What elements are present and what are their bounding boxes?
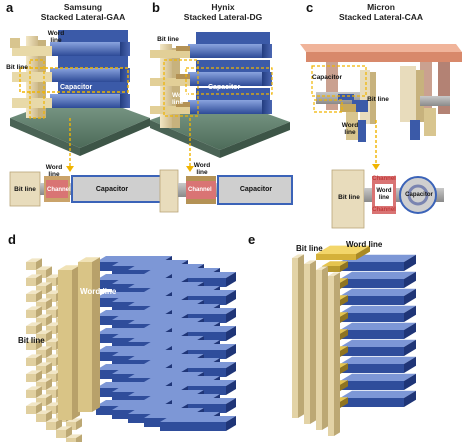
panel-a-structure: Stacked Lateral-GAA: [40, 12, 126, 22]
panel-b-3d-structure: [150, 32, 290, 172]
panel-d-bit-line-segment: [26, 386, 42, 398]
panel-c-xs-word-line-label: Word line: [376, 188, 392, 201]
panel-d-bit-line-segment: [36, 346, 52, 358]
panel-e-bit-line: [316, 266, 328, 430]
panel-c-structure: Stacked Lateral-CAA: [338, 12, 424, 22]
panel-a-title: Samsung Stacked Lateral-GAA: [28, 2, 138, 22]
panel-d-bit-line-segment: [36, 362, 52, 374]
panel-c-xs-capacitor-label: Capacitor: [405, 192, 433, 198]
panel-d-bit-line-segment: [36, 282, 52, 294]
panel-c-xs-channel-bottom-label: Channel: [372, 207, 396, 213]
panel-a-xs-word-line-label: Word line: [45, 164, 63, 178]
panel-a-3d-structure: [10, 30, 150, 172]
panel-b-bit-line-label: Bit line: [157, 36, 179, 43]
panel-d-bit-line-segment: [56, 426, 72, 438]
panel-d-bit-line-segment: [26, 370, 42, 382]
panel-b-capacitor-label: Capacitor: [208, 84, 241, 91]
panel-a-company: Samsung: [63, 2, 103, 12]
panel-b-letter: b: [152, 0, 160, 15]
panel-c-title: Micron Stacked Lateral-CAA: [326, 2, 436, 22]
panel-d-bit-line-segment: [36, 394, 52, 406]
panel-c-capacitor-label: Capacitor: [312, 74, 342, 81]
panel-e-capacitor-bar: [340, 356, 416, 373]
panel-b-cross-section: [159, 169, 293, 213]
panel-e-capacitor-bar: [340, 288, 416, 305]
panel-c-bit-line-label: Bit line: [367, 96, 389, 103]
panel-b-word-line-label: Word line: [172, 92, 189, 106]
panel-d-bit-line-segment: [26, 354, 42, 366]
panel-d-bit-line-segment: [26, 306, 42, 318]
panel-e-word-line-segment: [322, 261, 348, 272]
panel-b-title: Hynix Stacked Lateral-DG: [168, 2, 278, 22]
panel-d-word-line: [78, 257, 100, 412]
panel-a-bit-line-label: Bit line: [6, 64, 28, 71]
panel-e-letter: e: [248, 232, 256, 247]
panel-d-bit-line-segment: [26, 258, 42, 270]
panel-c-letter: c: [306, 0, 314, 15]
panel-e-bit-line: [304, 260, 316, 424]
panel-a-cross-section: [9, 171, 171, 207]
panel-d-word-line-label: Word line: [80, 287, 117, 296]
panel-d-3d-array: [26, 256, 236, 442]
panel-e-capacitor-bar: [340, 373, 416, 390]
panel-d-bit-line-segment: [36, 298, 52, 310]
panel-d-bit-line-segment: [26, 338, 42, 350]
panel-d-capacitor-bar: [160, 416, 236, 431]
panel-a-capacitor-arrays: [50, 30, 130, 108]
panel-e-capacitor-bar: [340, 271, 416, 288]
panel-b-company: Hynix: [211, 2, 235, 12]
panel-d-bit-line-label: Bit line: [18, 336, 45, 345]
panel-d-word-line: [58, 265, 80, 420]
panel-d-letter: d: [8, 232, 16, 247]
panel-e-capacitor-bar: [340, 322, 416, 339]
panel-a-word-line-label: Word line: [47, 30, 65, 44]
panel-a-letter: a: [6, 0, 14, 15]
panel-d-bit-line-segment: [36, 314, 52, 326]
panel-c-3d-structure: [300, 44, 462, 170]
panel-e-word-line-top: [316, 245, 370, 260]
panel-d-bit-line-segment: [36, 330, 52, 342]
panel-b-xs-capacitor-label: Capacitor: [239, 186, 273, 193]
panel-d-bit-line-segment: [66, 434, 82, 442]
panel-e-word-line-label: Word line: [346, 240, 383, 249]
panel-e-capacitor-bar: [340, 305, 416, 322]
panel-a-xs-channel-label: Channel: [47, 187, 71, 193]
panel-b-capacitor-arrays: [188, 32, 272, 114]
panel-d-bit-line-segment: [36, 378, 52, 390]
panel-d-bit-line-segment: [26, 322, 42, 334]
panel-c-cross-section: [331, 169, 444, 229]
panel-c-xs-bit-line-label: Bit line: [338, 194, 360, 201]
panel-b-xs-channel-label: Channel: [188, 187, 212, 193]
panel-e-3d-array: [292, 245, 416, 436]
panel-e-capacitor-bar: [340, 339, 416, 356]
panel-a-capacitor-label: Capacitor: [60, 84, 93, 91]
panel-e-bit-line-label: Bit line: [296, 244, 323, 253]
panel-c-word-line-label: Word line: [341, 122, 359, 136]
panel-e-bit-line: [328, 272, 340, 436]
panel-d-bit-line-segment: [26, 290, 42, 302]
panel-d-bit-line-segment: [36, 266, 52, 278]
panel-d-bit-line-segment: [26, 402, 42, 414]
panel-d-bit-line-segment: [66, 418, 82, 430]
panel-b-structure: Stacked Lateral-DG: [183, 12, 263, 22]
panel-d-bit-line-segment: [26, 274, 42, 286]
panel-b-xs-word-line-label: Word line: [193, 162, 211, 176]
panel-e-bit-line: [292, 254, 304, 418]
panel-a-xs-bit-line-label: Bit line: [14, 186, 36, 193]
panel-d-bit-line-segment: [36, 410, 52, 422]
panel-a-xs-capacitor-label: Capacitor: [95, 186, 129, 193]
panel-c-xs-channel-top-label: Channel: [372, 176, 396, 182]
panel-c-company: Micron: [367, 2, 395, 12]
panel-e-capacitor-bar: [340, 390, 416, 407]
